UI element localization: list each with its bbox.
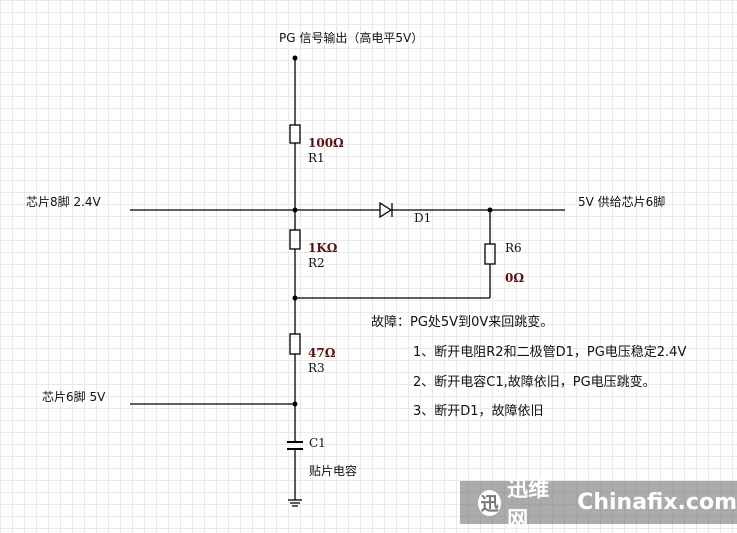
- step-1-note: 1、断开电阻R2和二极管D1，PG电压稳定2.4V: [413, 345, 687, 360]
- resistor-r2: [289, 229, 301, 250]
- pg-output-label: PG 信号输出（高电平5V）: [279, 31, 424, 45]
- node-return-junction: [292, 295, 298, 301]
- smd-capacitor-label: 贴片电容: [309, 464, 358, 478]
- fault-note: 故障：PG处5V到0V来回跳变。: [371, 315, 554, 330]
- r6-value: 0Ω: [505, 271, 525, 285]
- watermark: 迅 迅维网 Chinafix.com: [460, 477, 737, 531]
- watermark-domain: Chinafix.com: [577, 490, 737, 515]
- step-3-note: 3、断开D1，故障依旧: [413, 404, 544, 419]
- node-r6-junction: [487, 207, 493, 213]
- d1-ref: D1: [414, 211, 432, 225]
- step-2-note: 2、断开电容C1,故障依旧，PG电压跳变。: [413, 375, 656, 390]
- r3-ref: R3: [308, 361, 325, 375]
- r1-value: 100Ω: [308, 136, 344, 150]
- r2-ref: R2: [308, 256, 325, 270]
- r1-ref: R1: [308, 151, 325, 165]
- chip8-label: 芯片8脚 2.4V: [26, 195, 101, 209]
- r3-value: 47Ω: [308, 346, 336, 360]
- node-chip6-junction: [292, 401, 298, 407]
- r2-value: 1KΩ: [308, 241, 338, 255]
- chip6-label: 芯片6脚 5V: [42, 390, 106, 404]
- resistor-r6: [484, 243, 496, 265]
- node-chip8-junction: [292, 207, 298, 213]
- watermark-logo-icon: 迅: [478, 489, 502, 516]
- resistor-r3: [289, 333, 301, 355]
- diode-d1-triangle: [379, 201, 393, 219]
- supply6-label: 5V 供给芯片6脚: [578, 195, 666, 209]
- r6-ref: R6: [505, 241, 522, 255]
- node-top: [292, 55, 298, 61]
- c1-ref: C1: [309, 436, 326, 450]
- resistor-r1: [289, 124, 301, 144]
